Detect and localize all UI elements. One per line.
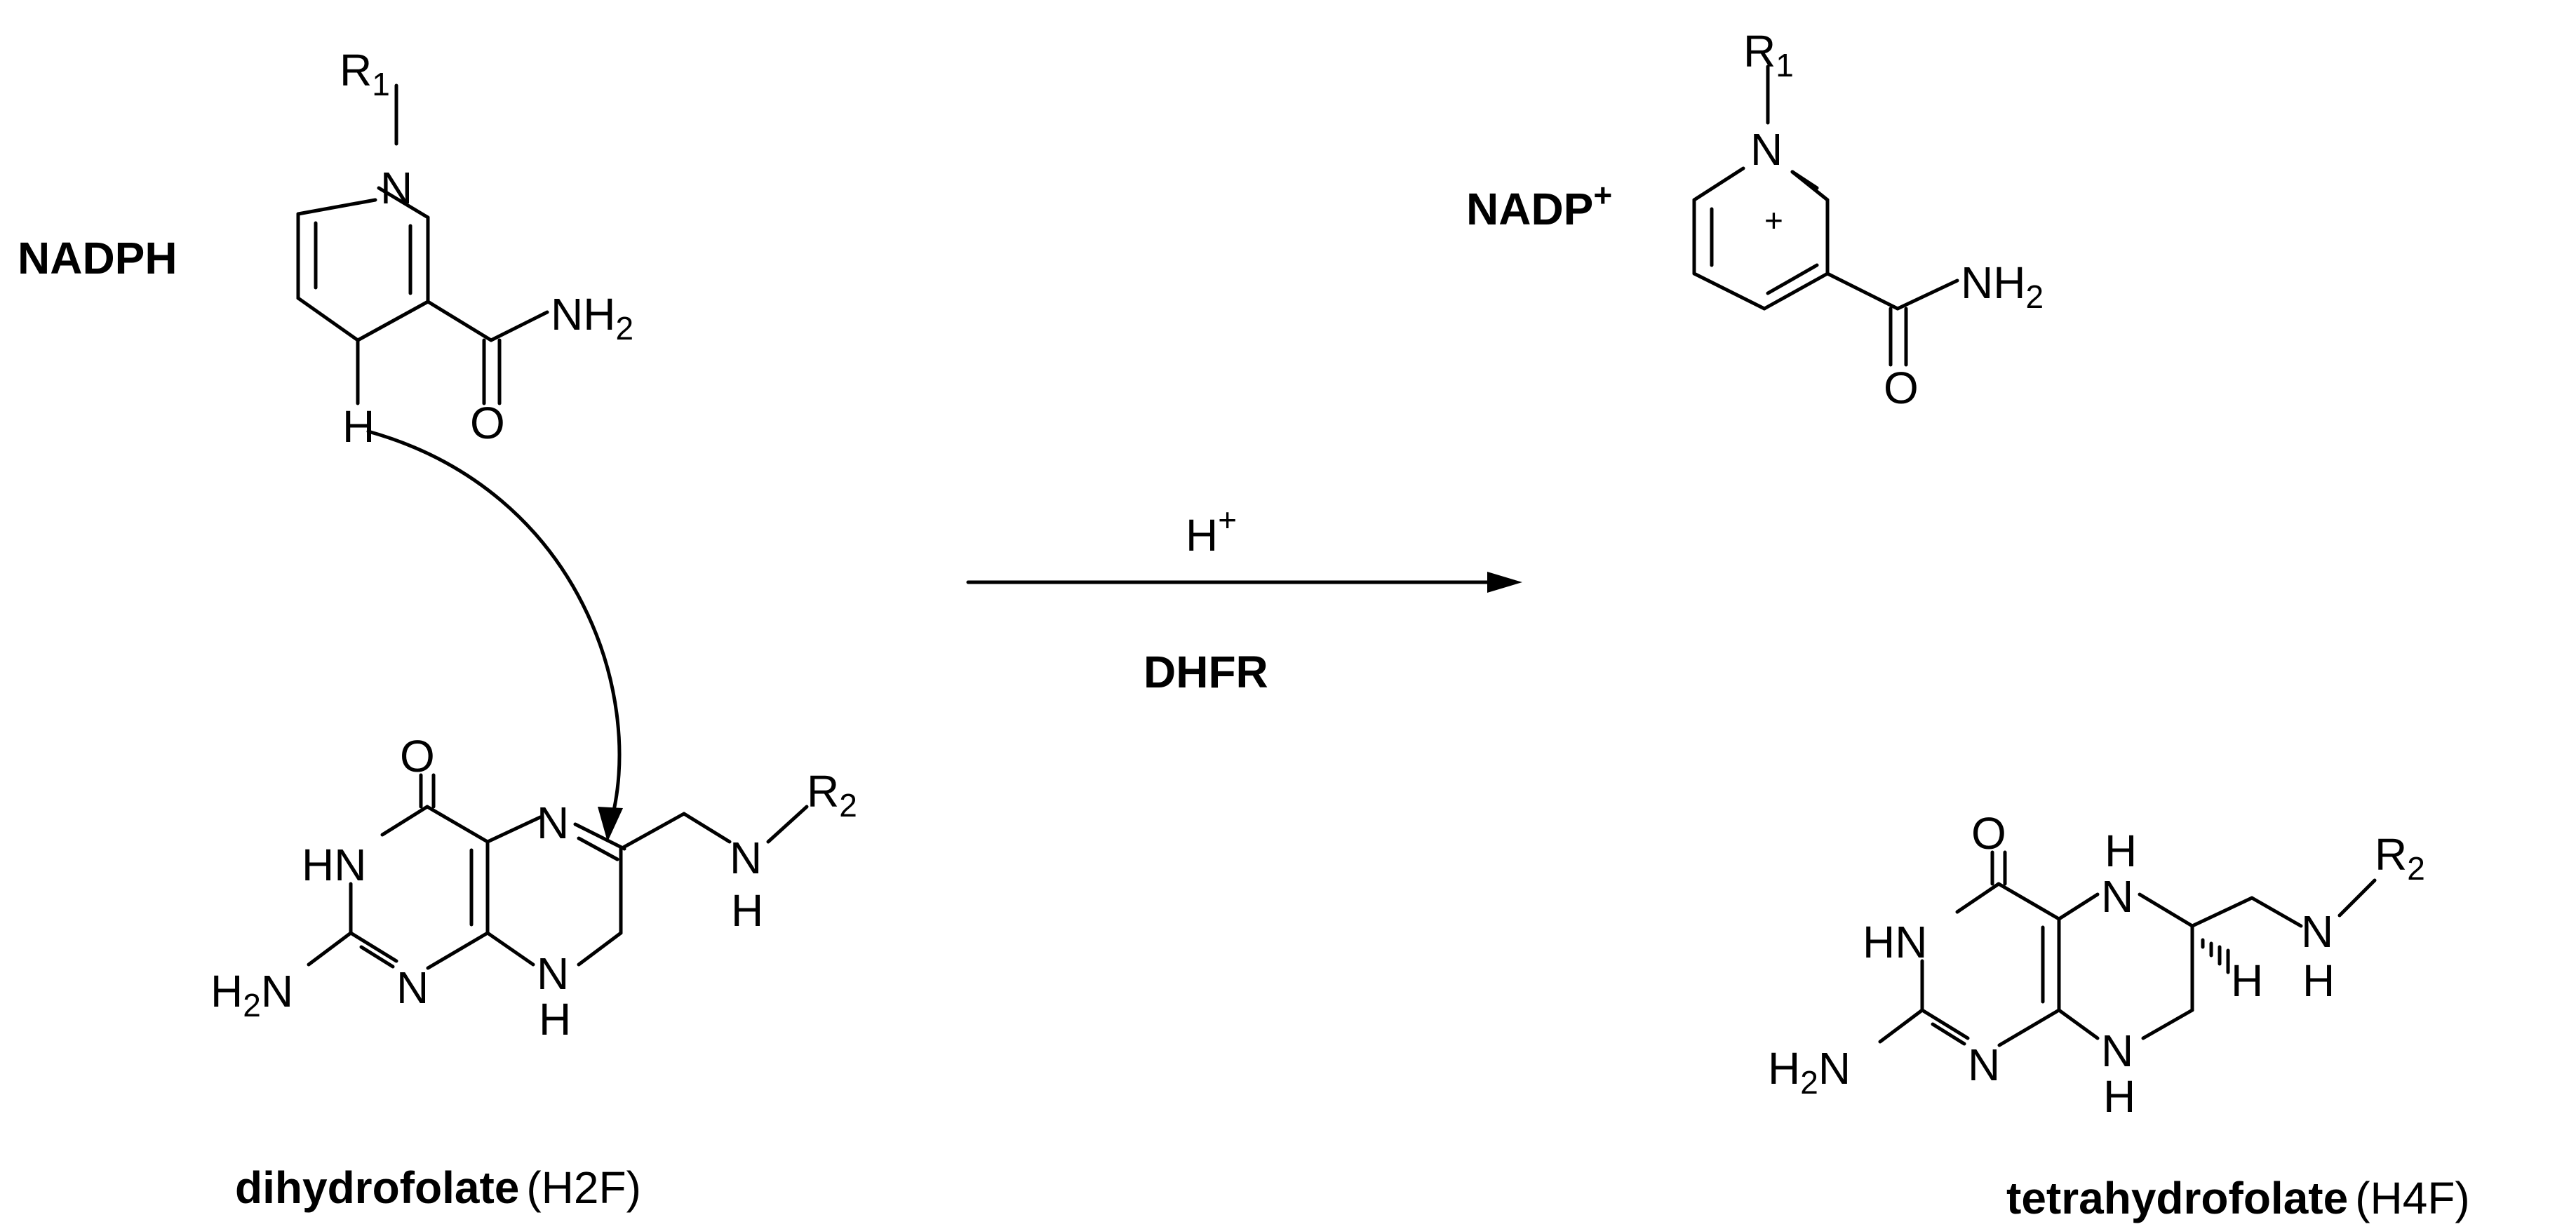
dihydrofolate-label: dihydrofolate(H2F): [235, 1162, 641, 1213]
tetrahydrofolate-bonds: [1878, 850, 2377, 1047]
h4f-ring-nh: HN: [1863, 917, 1927, 967]
h4f-n8: N: [2101, 1026, 2133, 1076]
nadp-n: N: [1750, 124, 1783, 175]
nadph-r1: R1: [340, 45, 390, 102]
dihydrofolate-bonds: [307, 773, 809, 970]
nadph-bonds: [296, 83, 549, 405]
h4f-r2: R2: [2375, 829, 2425, 887]
nadp-amide-o: O: [1884, 363, 1919, 413]
nadph-hydride: H: [342, 401, 375, 452]
hydride-transfer-arrow: [366, 429, 623, 842]
reaction-arrow: H+ DHFR: [966, 502, 1522, 697]
nadph-amide-o: O: [470, 398, 505, 448]
tetrahydrofolate-structure: O HN H N N N H H2N H N H R2 tetrahydrofo…: [1768, 808, 2470, 1223]
nadp-bonds: [1692, 65, 1959, 367]
h4f-n8-h: H: [2103, 1071, 2135, 1122]
h2f-carbonyl-o: O: [400, 731, 435, 781]
nadp-structure: NADP+ R1 N + NH2 O: [1466, 26, 2044, 413]
h2f-r2: R2: [807, 766, 857, 824]
nadp-ring-charge: +: [1764, 202, 1783, 239]
h4f-n3: N: [1968, 1040, 2000, 1090]
h2f-n8-h: H: [539, 994, 571, 1045]
nadph-structure: NADPH R1 N NH2 O H: [18, 45, 633, 452]
h4f-side-h: H: [2302, 955, 2335, 1006]
h2f-ring-nh: HN: [302, 840, 366, 890]
nadph-label: NADPH: [18, 233, 177, 283]
h4f-carbonyl-o: O: [1971, 808, 2006, 859]
h4f-side-n: N: [2301, 906, 2333, 957]
nadp-label: NADP+: [1466, 177, 1612, 234]
h2f-n3: N: [396, 962, 429, 1013]
tetrahydrofolate-label: tetrahydrofolate(H4F): [2006, 1173, 2470, 1223]
h4f-n5: N: [2101, 871, 2133, 922]
nadp-amide: NH2: [1961, 257, 2044, 315]
nadp-r1: R1: [1743, 26, 1794, 83]
h4f-stereo-h: H: [2231, 955, 2263, 1006]
h2f-n8: N: [537, 948, 569, 999]
h2f-amino: H2N: [210, 966, 293, 1023]
nadph-n: N: [380, 163, 412, 213]
arrow-bottom-label: DHFR: [1143, 647, 1268, 697]
dihydrofolate-structure: O HN N N N H H2N N H R2 dihydrofolate(H2…: [210, 731, 857, 1213]
h4f-n5-h: H: [2105, 826, 2137, 876]
h2f-side-h: H: [731, 885, 763, 936]
h2f-side-n: N: [730, 833, 762, 883]
nadph-amide: NH2: [551, 289, 633, 347]
h2f-n5: N: [537, 798, 569, 848]
arrow-top-label: H+: [1186, 502, 1237, 560]
h4f-amino: H2N: [1768, 1043, 1851, 1101]
